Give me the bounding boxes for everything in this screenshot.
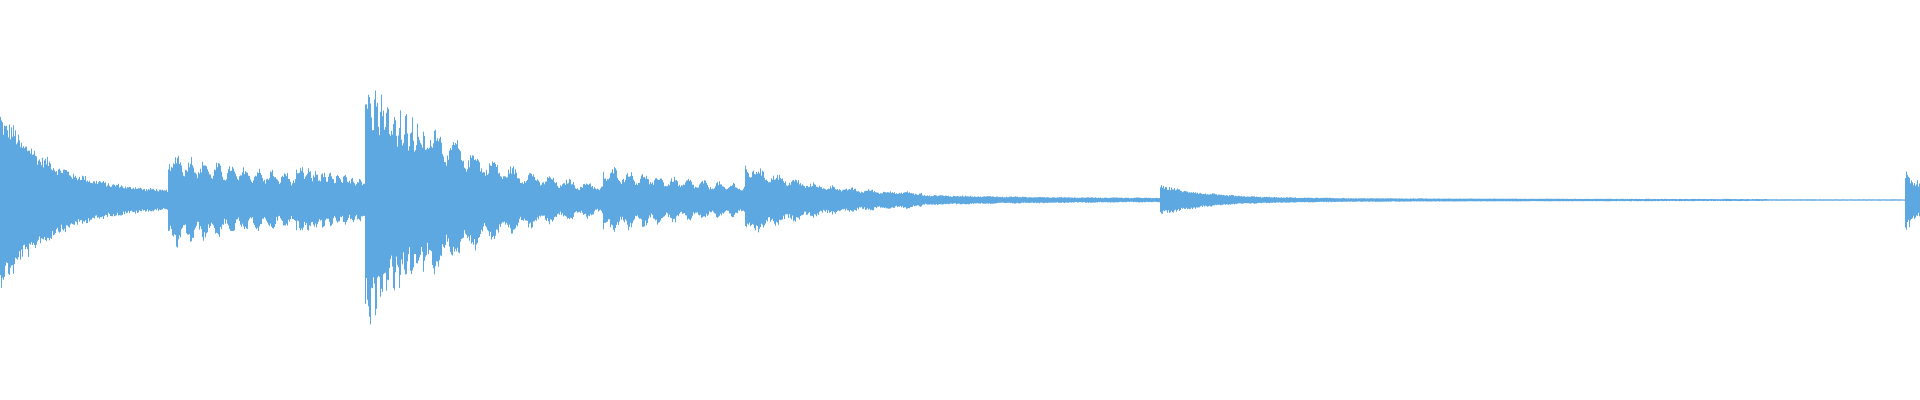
waveform-trace (0, 90, 1920, 325)
